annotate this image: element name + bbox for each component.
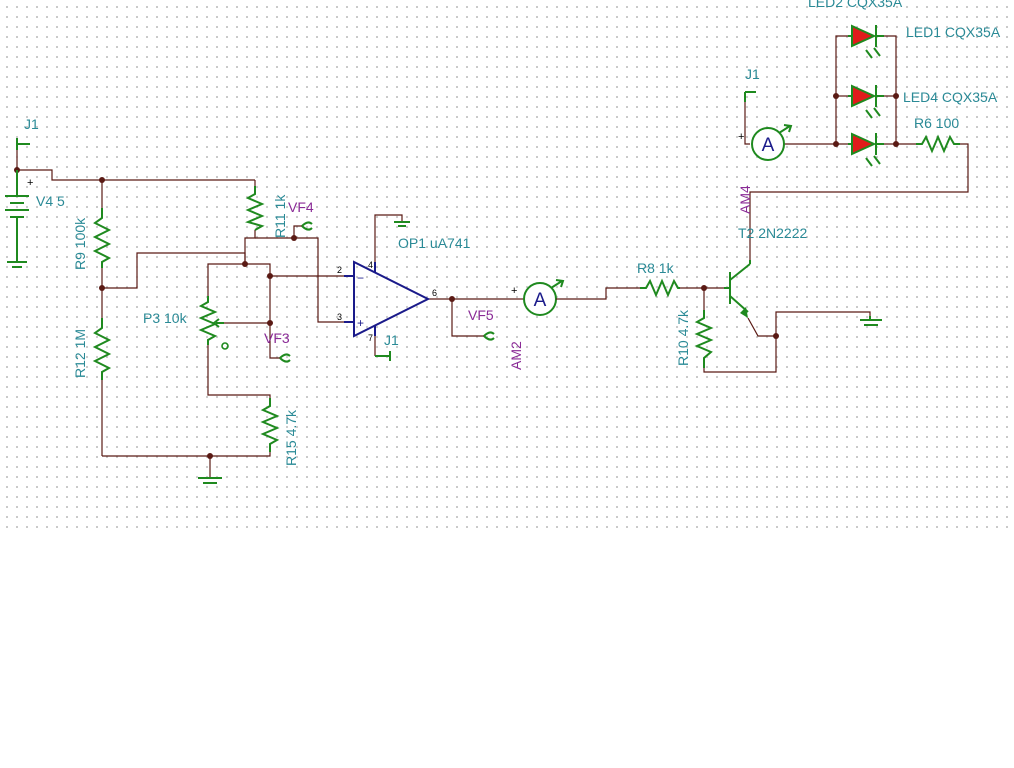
- wire-collector: [749, 143, 969, 260]
- label-led2: LED2 CQX35A: [808, 0, 903, 10]
- battery-v4[interactable]: [5, 170, 29, 268]
- opamp-op1[interactable]: 2 3 4 7 6 − +: [337, 260, 437, 361]
- am4-plus: +: [738, 131, 744, 143]
- wire-p3-top-to-op-inv: [207, 263, 344, 296]
- op-plus-sign: +: [357, 316, 364, 330]
- label-r12: R12 1M: [72, 329, 88, 378]
- label-t2: T2 2N2222: [738, 225, 807, 241]
- wire-to-op-noninv: [255, 237, 344, 323]
- wire-led-left-rail: [835, 35, 848, 144]
- ammeter-am4[interactable]: A +: [738, 91, 793, 161]
- ground-right: [860, 316, 882, 326]
- ground-bottom: [198, 477, 222, 484]
- wire-vf3: [269, 323, 280, 359]
- label-p3: P3 10k: [143, 310, 188, 326]
- wire-vf4: [293, 225, 302, 238]
- resistor-r9[interactable]: [92, 208, 112, 268]
- resistor-r12[interactable]: [92, 318, 112, 380]
- resistor-r6[interactable]: [916, 134, 960, 154]
- transistor-t2[interactable]: [724, 260, 751, 318]
- probe-vf4[interactable]: [301, 221, 313, 231]
- label-led1: LED1 CQX35A: [906, 24, 1001, 40]
- label-r11: R11 1k: [272, 194, 288, 238]
- op-pin-4: 4: [368, 260, 373, 270]
- label-r6: R6 100: [914, 115, 959, 131]
- label-am2: AM2: [508, 341, 524, 370]
- label-r15: R15 4.7k: [283, 409, 299, 466]
- label-v4: V4 5: [36, 193, 65, 209]
- resistor-r8[interactable]: [640, 278, 680, 298]
- label-r9: R9 100k: [72, 217, 88, 270]
- op-pin-7: 7: [368, 333, 373, 343]
- am2-plus: +: [511, 285, 517, 297]
- wire-vf5: [451, 299, 484, 337]
- battery-plus: +: [27, 177, 33, 189]
- op-minus-sign: −: [357, 271, 364, 285]
- label-j1-left: J1: [24, 116, 39, 132]
- label-r10: R10 4.7k: [675, 309, 691, 366]
- label-am4: AM4: [737, 185, 753, 214]
- label-j1-top: J1: [745, 66, 760, 82]
- potentiometer-p3[interactable]: [198, 296, 229, 350]
- wire-op-vplus: [374, 214, 403, 262]
- wire-am2-r8: [560, 287, 640, 300]
- probe-vf3[interactable]: [279, 353, 291, 363]
- wire-v4-top: [17, 169, 255, 181]
- label-op1: OP1 uA741: [398, 235, 471, 251]
- label-j1-op: J1: [384, 332, 399, 348]
- wire-divider-to-node: [102, 252, 246, 289]
- wire-bottom-rail: [102, 452, 271, 457]
- op-pin-2: 2: [337, 265, 342, 275]
- wire-led-right-rail: [884, 35, 897, 144]
- wire-r11-bottom: [244, 230, 256, 264]
- ground-op: [394, 221, 410, 227]
- label-led4: LED4 CQX35A: [903, 89, 998, 105]
- led-led1[interactable]: [848, 132, 884, 167]
- junctions: [14, 93, 899, 459]
- resistor-r10[interactable]: [694, 310, 714, 368]
- resistor-r11[interactable]: [245, 186, 265, 231]
- label-vf5: VF5: [468, 307, 494, 323]
- ammeter-am2[interactable]: A +: [511, 279, 565, 316]
- jumper-j1-left[interactable]: [16, 138, 30, 170]
- op-pin-6: 6: [432, 288, 437, 298]
- wire-j1-am4: [744, 92, 750, 145]
- label-vf4: VF4: [288, 199, 314, 215]
- wire-p3-wiper: [220, 276, 271, 324]
- label-vf3: VF3: [264, 330, 290, 346]
- resistor-r15[interactable]: [260, 398, 280, 452]
- op-pin-3: 3: [337, 312, 342, 322]
- led-led4[interactable]: [848, 84, 884, 119]
- led-led2[interactable]: [848, 24, 884, 59]
- labels: J1 + V4 5 R9 100k R12 1M R11 1k VF4 P3 1…: [24, 0, 1001, 466]
- am2-symbol: A: [534, 290, 547, 311]
- wire-r10-bottom: [703, 336, 777, 373]
- label-r8: R8 1k: [637, 260, 675, 276]
- am4-symbol: A: [762, 135, 775, 156]
- wire-p3-bottom-r15: [207, 345, 271, 398]
- schematic-grid: [0, 0, 1014, 535]
- probe-vf5[interactable]: [483, 331, 495, 341]
- wire-emitter-gnd: [747, 311, 871, 337]
- wires: [17, 35, 969, 478]
